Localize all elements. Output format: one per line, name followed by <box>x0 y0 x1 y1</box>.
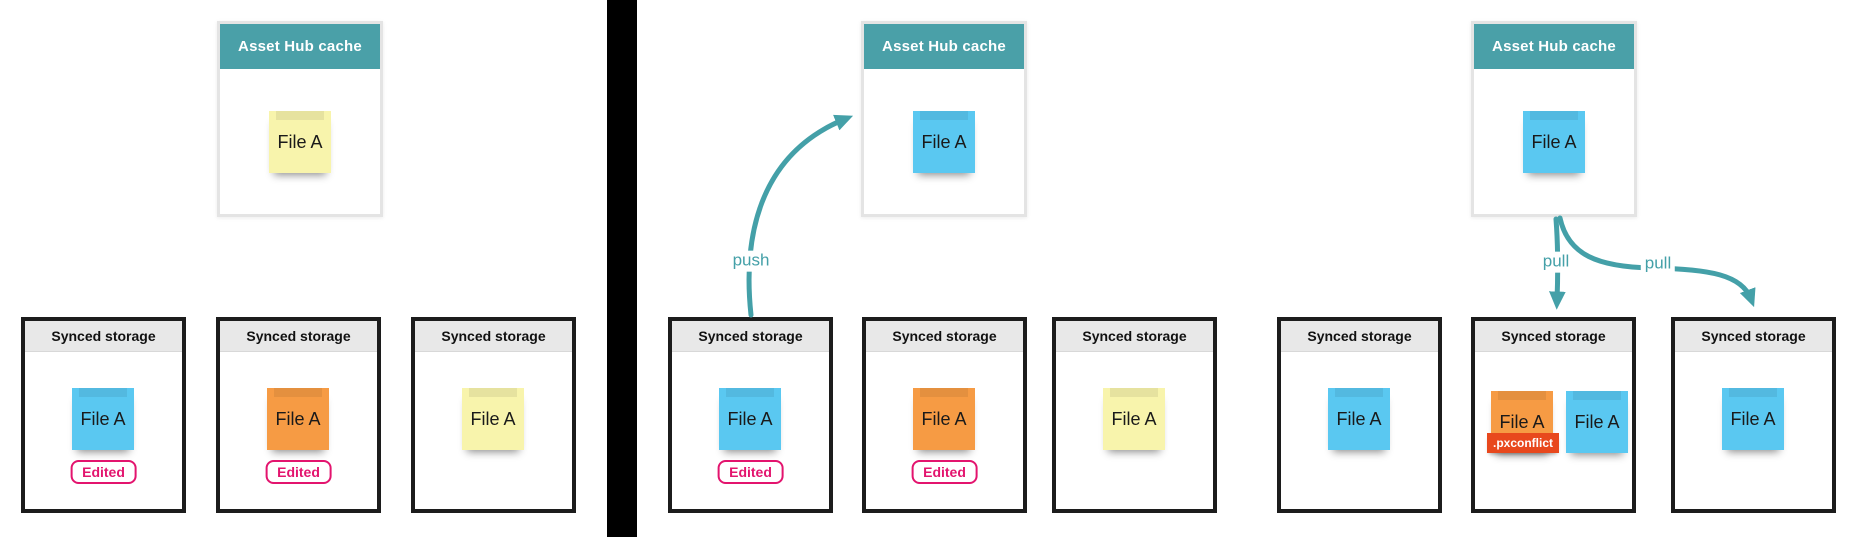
panel2-storage2-box: Synced storage File A Edited <box>862 317 1027 513</box>
panel1-asset-hub-box: Asset Hub cache File A <box>217 21 383 217</box>
panel3-storage3-sticky-note: File A <box>1722 388 1784 450</box>
panel2-storage2-title: Synced storage <box>866 321 1023 352</box>
panel3-storage2-pulled-sticky-note: File A <box>1566 391 1628 453</box>
panel-divider-bar <box>607 0 637 537</box>
panel3-storage3-title: Synced storage <box>1675 321 1832 352</box>
panel3-storage1-title: Synced storage <box>1281 321 1438 352</box>
push-arrow <box>746 114 854 318</box>
panel2-storage2-edited-badge: Edited <box>911 460 978 484</box>
panel2-asset-hub-box: Asset Hub cache File A <box>861 21 1027 217</box>
panel1-storage1-sticky-note: File A <box>72 388 134 450</box>
panel3-storage1-box: Synced storage File A <box>1277 317 1442 513</box>
panel1-storage3-sticky-note: File A <box>462 388 524 450</box>
panel2-storage1-edited-badge: Edited <box>717 460 784 484</box>
pull-arrow-right-label: pull <box>1640 253 1676 275</box>
panel1-storage3-title: Synced storage <box>415 321 572 352</box>
panel1-hub-sticky-note: File A <box>269 111 331 173</box>
panel3-storage2-title: Synced storage <box>1475 321 1632 352</box>
panel1-storage2-sticky-note: File A <box>267 388 329 450</box>
panel1-storage2-edited-badge: Edited <box>265 460 332 484</box>
panel2-storage1-title: Synced storage <box>672 321 829 352</box>
panel2-storage3-box: Synced storage File A <box>1052 317 1217 513</box>
panel1-storage2-box: Synced storage File A Edited <box>216 317 381 513</box>
panel2-storage1-sticky-note: File A <box>719 388 781 450</box>
panel1-storage1-title: Synced storage <box>25 321 182 352</box>
panel3-asset-hub-title: Asset Hub cache <box>1474 24 1634 69</box>
panel2-storage2-sticky-note: File A <box>913 388 975 450</box>
panel3-storage2-pxconflict-label: .pxconflict <box>1487 433 1560 453</box>
panel1-storage2-title: Synced storage <box>220 321 377 352</box>
panel3-storage1-sticky-note: File A <box>1328 388 1390 450</box>
push-arrow-label: push <box>728 250 774 272</box>
pull-arrow-left-label: pull <box>1538 251 1574 273</box>
panel2-storage1-box: Synced storage File A Edited <box>668 317 833 513</box>
panel2-hub-sticky-note: File A <box>913 111 975 173</box>
panel2-storage3-sticky-note: File A <box>1103 388 1165 450</box>
panel3-storage2-box: Synced storage File A .pxconflict File A <box>1471 317 1636 513</box>
panel2-storage3-title: Synced storage <box>1056 321 1213 352</box>
panel1-asset-hub-title: Asset Hub cache <box>220 24 380 69</box>
panel3-storage3-box: Synced storage File A <box>1671 317 1836 513</box>
panel1-storage1-box: Synced storage File A Edited <box>21 317 186 513</box>
panel3-hub-sticky-note: File A <box>1523 111 1585 173</box>
panel3-asset-hub-box: Asset Hub cache File A <box>1471 21 1637 217</box>
panel2-asset-hub-title: Asset Hub cache <box>864 24 1024 69</box>
panel1-storage1-edited-badge: Edited <box>70 460 137 484</box>
panel1-storage3-box: Synced storage File A <box>411 317 576 513</box>
